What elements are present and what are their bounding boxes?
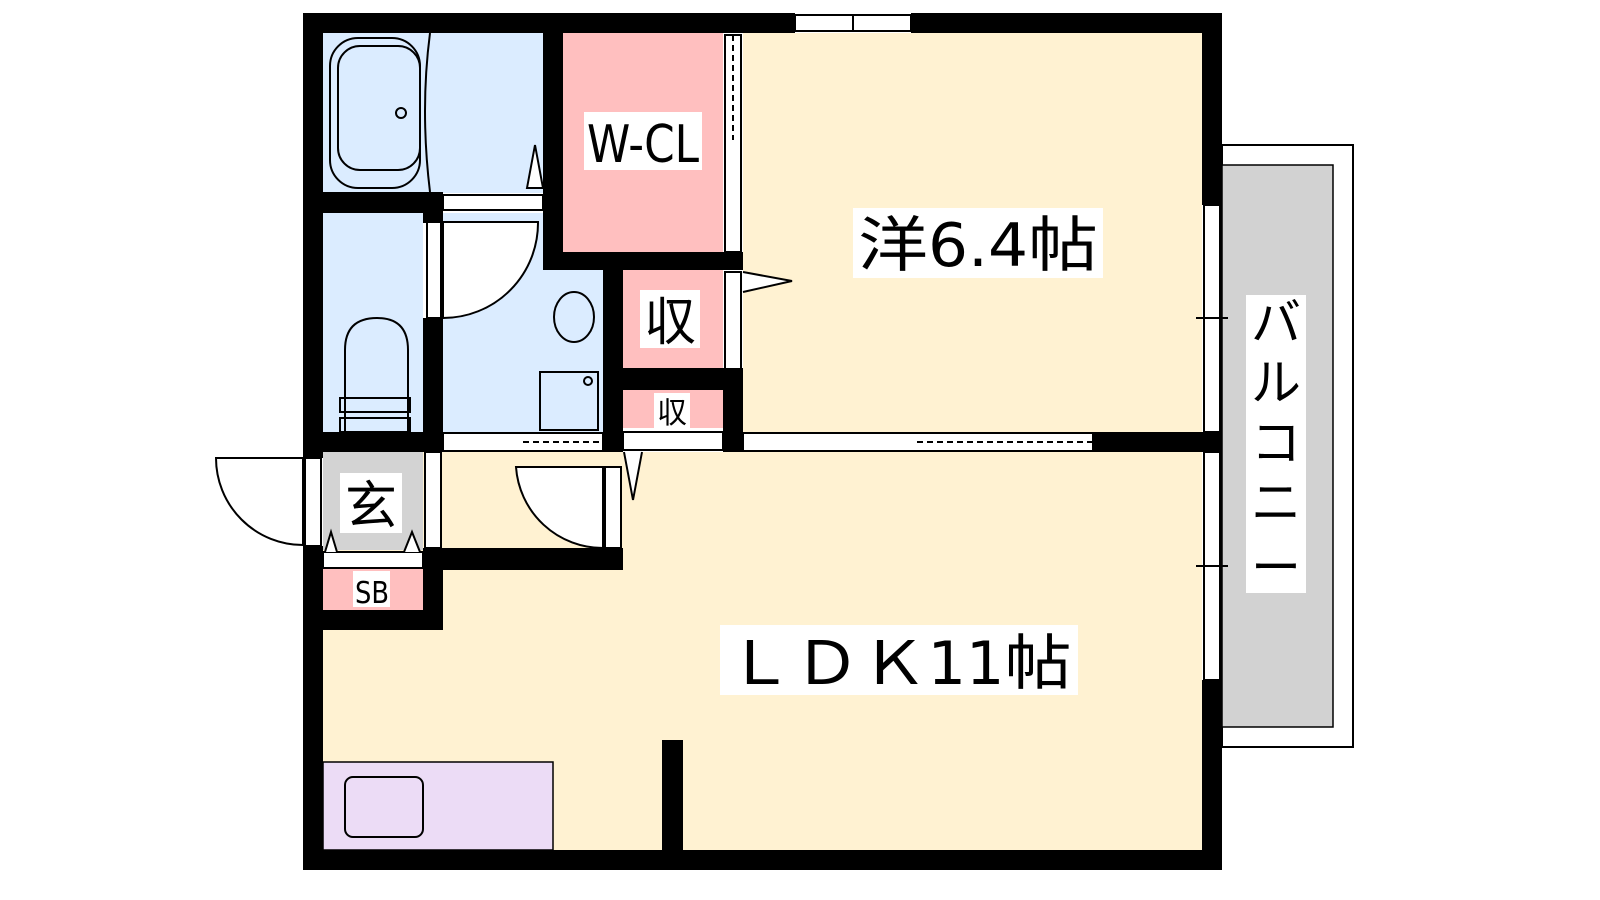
svg-text:ニ: ニ <box>1251 474 1301 532</box>
washing-machine-icon <box>539 371 599 431</box>
fixtures <box>329 32 599 433</box>
room-labels: W-CL 洋6.4帖 収 収 玄 SB ＬＤＫ11帖 <box>340 112 1103 699</box>
walk-in-closet-label: W-CL <box>587 115 699 175</box>
walls <box>303 13 1222 870</box>
washbasin-icon <box>553 291 595 343</box>
storage-large-label: 収 <box>644 293 696 353</box>
svg-text:バ: バ <box>1251 294 1301 352</box>
svg-text:ル: ル <box>1251 354 1301 412</box>
svg-text:コ: コ <box>1251 414 1301 472</box>
western-room-label: 洋6.4帖 <box>858 211 1098 281</box>
bathroom-area <box>323 33 543 193</box>
toilet-icon <box>344 316 409 432</box>
toilet-area <box>323 213 423 432</box>
balcony: バ ル コ ニ ー <box>1221 144 1354 748</box>
sink-icon <box>344 776 424 838</box>
ldk-door <box>514 466 604 550</box>
entrance-door <box>214 457 304 547</box>
svg-text:ー: ー <box>1251 539 1301 597</box>
shoe-box-label: SB <box>355 576 389 611</box>
balcony-label: バ ル コ ニ ー <box>1251 294 1301 597</box>
toilet-door <box>442 221 540 320</box>
storage-small-label: 収 <box>657 396 687 431</box>
ldk-label: ＬＤＫ11帖 <box>727 629 1072 699</box>
entrance-label: 玄 <box>345 477 397 537</box>
